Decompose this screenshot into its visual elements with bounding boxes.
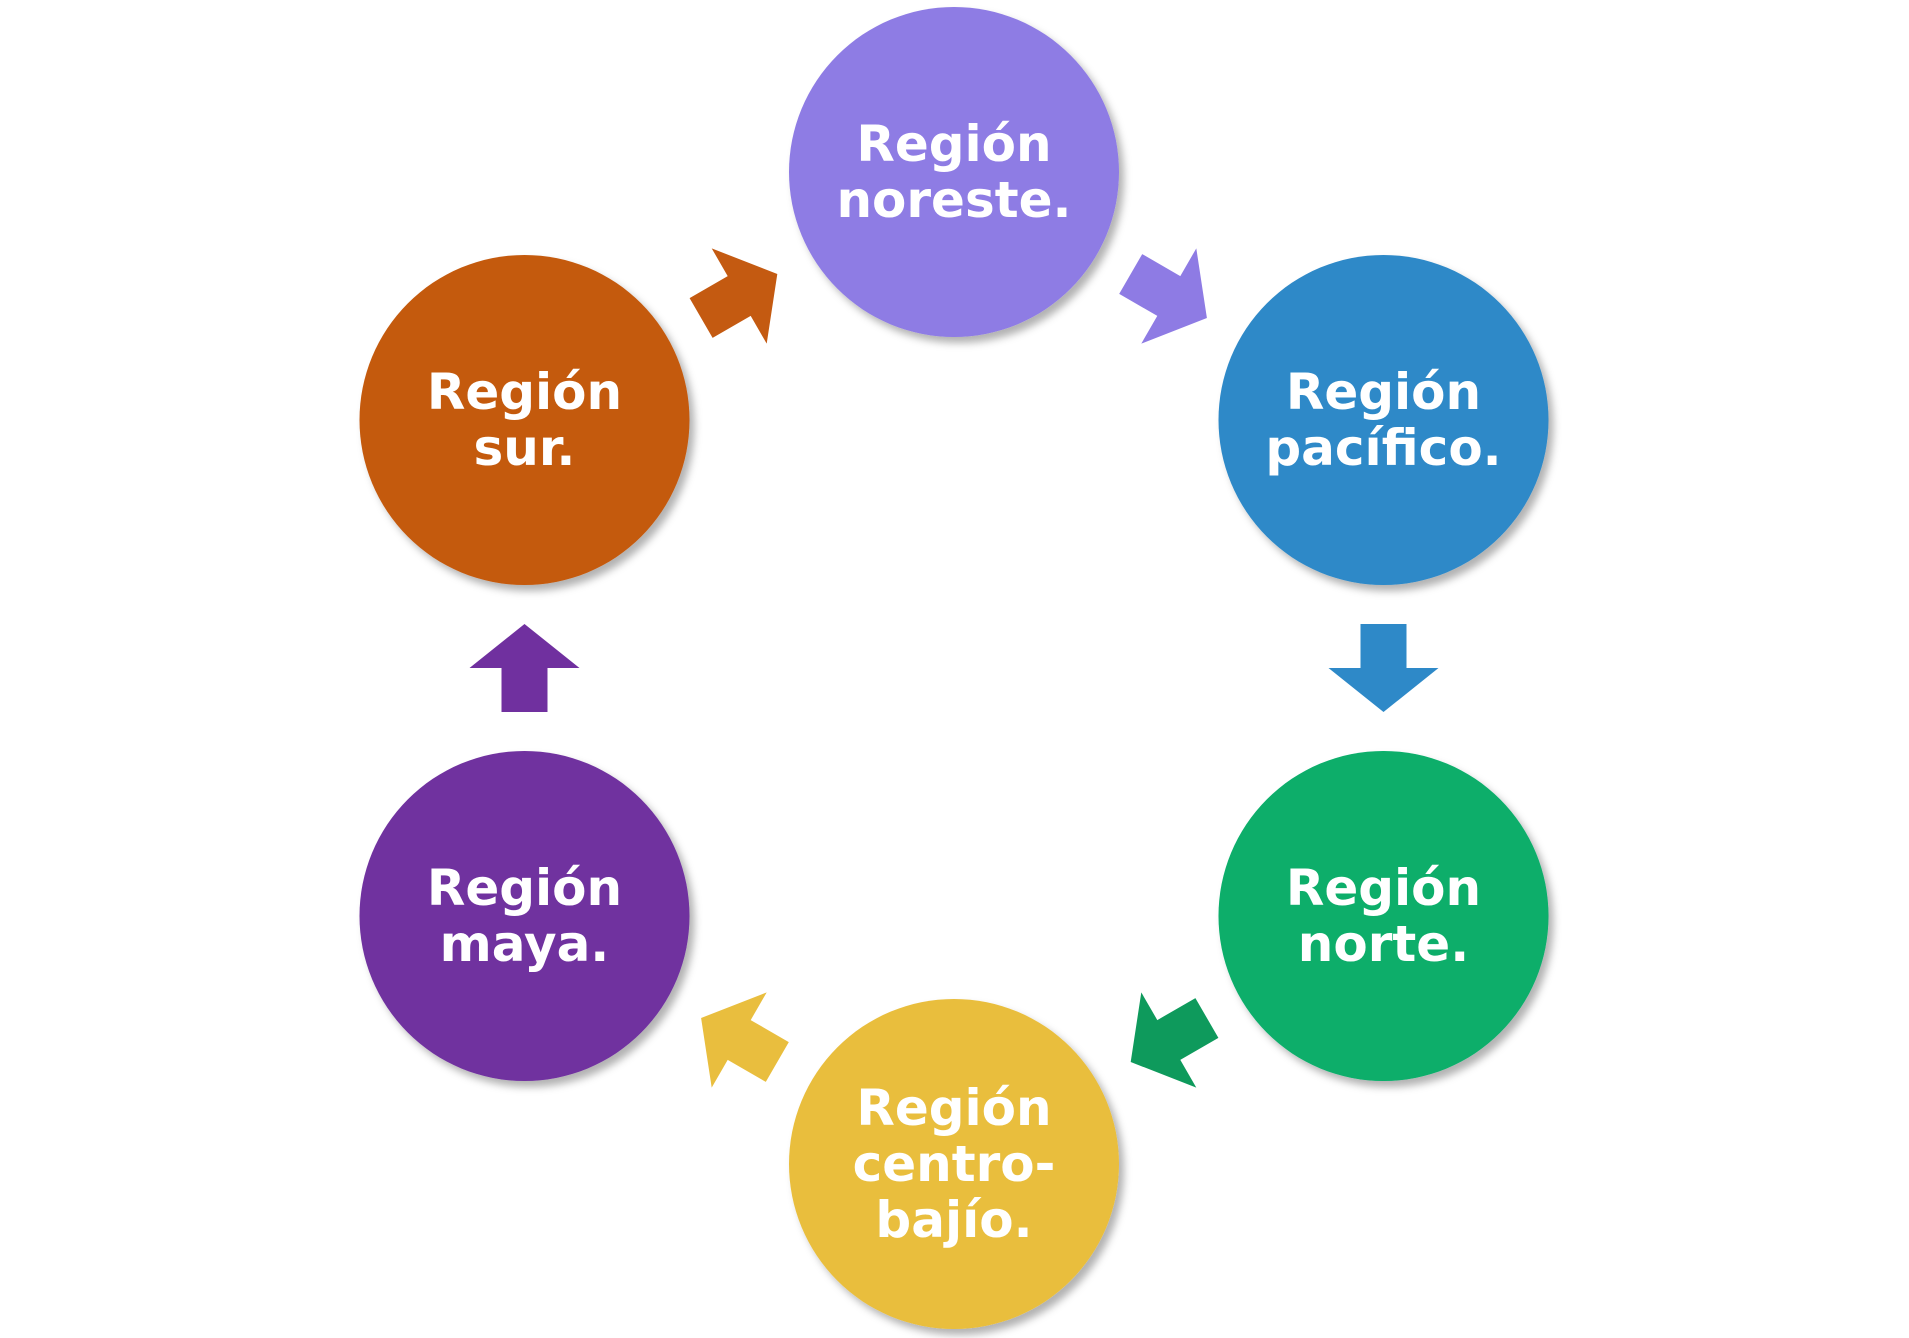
node-noreste-circle xyxy=(789,7,1119,337)
arrow-shape xyxy=(689,248,778,344)
arrow-shape xyxy=(1119,248,1207,344)
node-norte-circle xyxy=(1218,751,1549,1081)
node-pacifico-circle xyxy=(1218,255,1549,585)
node-sur-label-line: sur. xyxy=(474,419,576,477)
node-centro-bajio-label-line: bajío. xyxy=(875,1191,1032,1249)
node-norte-label-line: norte. xyxy=(1298,915,1469,973)
arrow-pacifico-to-norte xyxy=(1328,624,1439,712)
node-centro-bajio-label-line: centro- xyxy=(853,1135,1056,1193)
node-maya-label-line: Región xyxy=(427,859,622,917)
arrow-shape xyxy=(701,992,789,1088)
node-centro-bajio-circle xyxy=(789,999,1119,1329)
node-noreste-label-line: noreste. xyxy=(836,171,1071,229)
node-pacifico-label-line: pacífico. xyxy=(1265,419,1501,477)
node-maya-circle xyxy=(359,751,690,1081)
node-pacifico-label-line: Región xyxy=(1286,363,1481,421)
nodes-layer: Regiónnoreste.Regiónpacífico.Regiónnorte… xyxy=(359,7,1549,1329)
arrow-shape xyxy=(469,624,580,712)
node-sur-label-line: Región xyxy=(427,363,622,421)
node-centro-bajio-label-line: Región xyxy=(856,1079,1051,1137)
arrow-shape xyxy=(1328,624,1439,712)
arrow-sur-to-noreste xyxy=(689,248,778,344)
node-noreste-label-line: Región xyxy=(856,115,1051,173)
arrow-centro-bajio-to-maya xyxy=(701,992,789,1088)
arrow-shape xyxy=(1130,992,1219,1088)
arrow-noreste-to-pacifico xyxy=(1119,248,1207,344)
arrow-maya-to-sur xyxy=(469,624,580,712)
arrows-layer xyxy=(469,248,1439,1088)
node-sur-circle xyxy=(359,255,690,585)
node-norte-label-line: Región xyxy=(1286,859,1481,917)
node-maya-label-line: maya. xyxy=(440,915,610,973)
arrow-norte-to-centro-bajio xyxy=(1130,992,1219,1088)
